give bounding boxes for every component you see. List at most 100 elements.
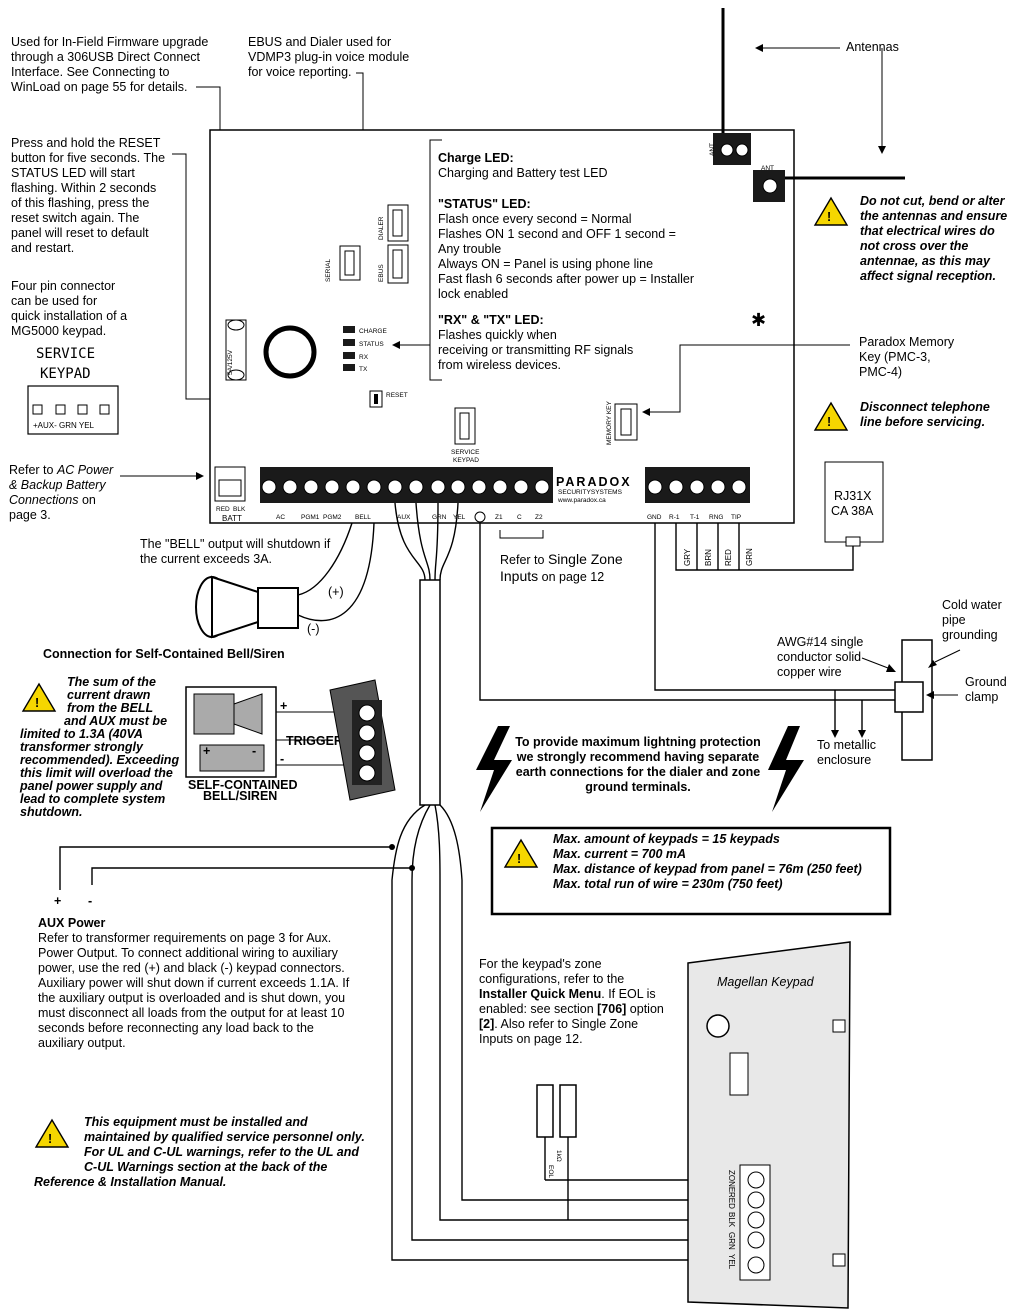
svg-text:C-UL Warnings section at the b: C-UL Warnings section at the back of the: [84, 1160, 327, 1174]
four-pin-note: Four pin connector can be used for quick…: [11, 279, 127, 338]
svg-text:For the keypad's zone: For the keypad's zone: [479, 957, 602, 971]
svg-text:conductor solid: conductor solid: [777, 650, 861, 664]
svg-text:BELL: BELL: [355, 514, 371, 521]
siren-icon: [195, 575, 299, 639]
svg-text:"RX" & "TX" LED:: "RX" & "TX" LED:: [438, 313, 544, 327]
svg-text:must disconnect all loads from: must disconnect all loads from the outpu…: [38, 1006, 344, 1020]
svg-text:Always ON = Panel is using pho: Always ON = Panel is using phone line: [438, 257, 653, 271]
svg-text:MG5000 keypad.: MG5000 keypad.: [11, 324, 106, 338]
svg-text:The sum of the: The sum of the: [67, 675, 156, 689]
reset-button[interactable]: RESET: [369, 390, 408, 408]
svg-text:we strongly recommend having s: we strongly recommend having separate: [516, 750, 759, 764]
svg-text:(+): (+): [328, 585, 344, 599]
ground-clamp-note: Ground clamp: [965, 675, 1007, 704]
antenna-1-terminal: ANT: [709, 133, 751, 165]
svg-text:GRY: GRY: [683, 548, 692, 566]
svg-text:auxiliary output.: auxiliary output.: [38, 1036, 126, 1050]
svg-text:clamp: clamp: [965, 690, 998, 704]
keypad-wire-blk: [434, 804, 740, 1221]
svg-text:seconds before reconnecting an: seconds before reconnecting any load bac…: [38, 1021, 314, 1035]
zone-ground-wire: [479, 523, 895, 701]
svg-text:VDMP3 plug-in voice module: VDMP3 plug-in voice module: [248, 50, 409, 64]
service-keypad-illustration: SERVICE KEYPAD +AUX- GRN YEL: [27, 346, 119, 435]
sum-current-warning: ! The sum of the current drawn from the …: [19, 675, 179, 819]
svg-text:-: -: [280, 752, 284, 766]
svg-text:Fast flash 6 seconds after pow: Fast flash 6 seconds after power up = In…: [438, 272, 694, 286]
ac-power-note: Refer to AC Power & Backup Battery Conne…: [9, 463, 114, 522]
svg-text:maintained by qualified servic: maintained by qualified service personne…: [84, 1130, 365, 1144]
battery-terminal: RED BLK BATT: [214, 466, 246, 523]
svg-text:!: !: [48, 1132, 52, 1146]
svg-text:ground terminals.: ground terminals.: [585, 780, 691, 794]
self-contained-title: Connection for Self-Contained Bell/Siren: [43, 647, 285, 661]
svg-text:for voice reporting.: for voice reporting.: [248, 65, 352, 79]
fuse: 5A/125V: [225, 319, 247, 381]
svg-text:Magellan Keypad: Magellan Keypad: [717, 975, 815, 989]
svg-text:1kΩ: 1kΩ: [555, 1150, 562, 1162]
svg-text:This equipment must be install: This equipment must be installed and: [84, 1115, 308, 1129]
svg-text:recommended). Exceeding: recommended). Exceeding: [20, 753, 179, 767]
qualified-warning: ! This equipment must be installed and m…: [34, 1115, 365, 1189]
dialer-connector: DIALER: [378, 204, 409, 242]
svg-text:BATT: BATT: [222, 514, 242, 523]
svg-text:Inputs on page 12: Inputs on page 12: [500, 568, 604, 584]
svg-text:Connections on: Connections on: [9, 493, 96, 507]
terminal-strip-mid: GRN YEL Z1 C Z2: [428, 467, 553, 523]
buzzer: [263, 325, 317, 379]
svg-text:GRN: GRN: [745, 548, 754, 566]
reset-note: Press and hold the RESET button for five…: [11, 136, 165, 255]
svg-text:GRN: GRN: [727, 1232, 736, 1250]
svg-text:EOL: EOL: [547, 1165, 554, 1178]
svg-text:GRN: GRN: [432, 514, 447, 521]
svg-text:Any trouble: Any trouble: [438, 242, 501, 256]
svg-text:PGM1: PGM1: [301, 514, 320, 521]
terminal-strip-right: GND R-1 T-1 RNG TIP: [645, 467, 750, 521]
svg-text:Inputs on page 12.: Inputs on page 12.: [479, 1032, 583, 1046]
ground-wire: [654, 523, 895, 691]
magellan-keypad: Magellan Keypad ZONE RED BLK GRN YEL: [687, 941, 851, 1309]
svg-text:AUX Power: AUX Power: [38, 916, 106, 930]
svg-text:Cold water: Cold water: [942, 598, 1002, 612]
arrowhead: [196, 472, 204, 480]
svg-text:Power Output. To connect addit: Power Output. To connect additional wiri…: [38, 946, 339, 960]
max-limits-box: ! Max. amount of keypads = 15 keypads Ma…: [490, 826, 892, 916]
svg-text:C: C: [517, 514, 522, 521]
svg-text:BLK: BLK: [727, 1212, 736, 1228]
memory-key-leader: [650, 344, 850, 413]
svg-text:GND: GND: [647, 514, 662, 521]
ebus-note: EBUS and Dialer used for VDMP3 plug-in v…: [248, 35, 409, 79]
bell-terminal-detail: [329, 679, 396, 801]
svg-text:[2]. Also refer to Single Zone: [2]. Also refer to Single Zone: [479, 1017, 638, 1031]
svg-text:+: +: [203, 744, 210, 758]
svg-text:line before servicing.: line before servicing.: [860, 415, 985, 429]
aux-power-note: AUX Power Refer to transformer requireme…: [38, 916, 350, 1050]
keypad-zone-note: For the keypad's zone configurations, re…: [479, 957, 664, 1046]
svg-text:Interface. See Connecting to: Interface. See Connecting to: [11, 65, 169, 79]
keypad-wire-yel: [391, 804, 740, 1261]
svg-text:TX: TX: [359, 366, 368, 373]
svg-text:antennae, as this may: antennae, as this may: [860, 254, 991, 268]
svg-text:STATUS LED will start: STATUS LED will start: [11, 166, 135, 180]
svg-text:+: +: [54, 894, 61, 908]
svg-text:configurations, refer to the: configurations, refer to the: [479, 972, 624, 986]
svg-text:of this flashing, press the: of this flashing, press the: [11, 196, 149, 210]
arrowhead: [878, 146, 886, 154]
svg-text:-: -: [88, 894, 92, 908]
self-contained-bell: + - SELF-CONTAINED BELL/SIREN: [185, 686, 298, 803]
bell-wire-minus: [297, 522, 375, 622]
svg-text:RJ31X: RJ31X: [834, 489, 872, 503]
svg-text:SELF-CONTAINED: SELF-CONTAINED: [188, 778, 298, 792]
svg-text:(-): (-): [307, 622, 320, 636]
svg-text:SERIAL: SERIAL: [325, 258, 332, 282]
svg-text:Installer Quick Menu. If EOL i: Installer Quick Menu. If EOL is: [479, 987, 656, 1001]
svg-text:AUX: AUX: [397, 514, 411, 521]
board-service-keypad: SERVICE KEYPAD: [451, 407, 480, 464]
svg-text:current drawn: current drawn: [67, 688, 151, 702]
svg-text:quick installation of a: quick installation of a: [11, 309, 127, 323]
maple-leaf-icon: ✱: [751, 310, 766, 330]
door-contact: EOL 1kΩ: [536, 1084, 740, 1220]
led-bracket: [429, 139, 442, 381]
lightning-note: To provide maximum lightning protection …: [515, 735, 761, 794]
svg-text:not cross over the: not cross over the: [860, 239, 968, 253]
svg-text:Reference & Installation Manua: Reference & Installation Manual.: [34, 1175, 226, 1189]
